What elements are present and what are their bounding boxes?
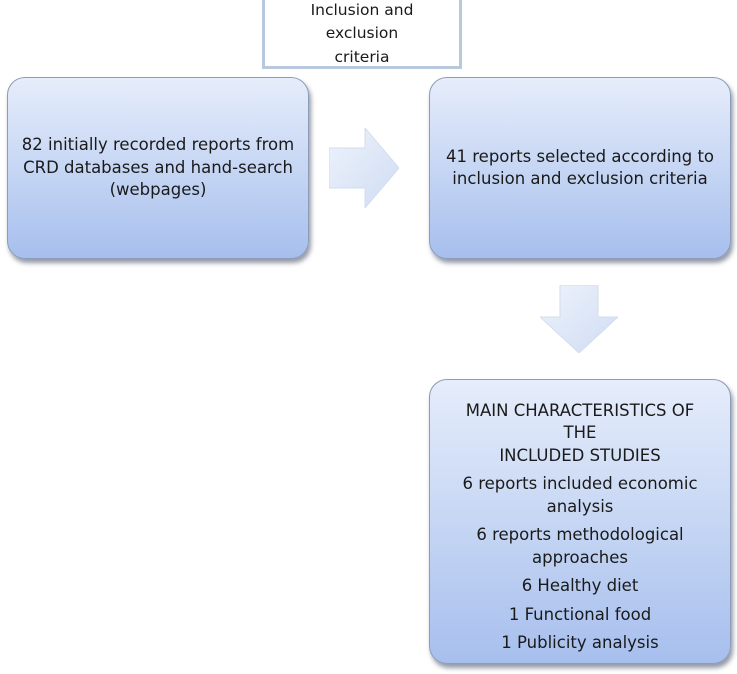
characteristic-item: 1 Functional food <box>509 604 651 626</box>
characteristic-item-line-2: approaches <box>532 547 628 567</box>
characteristic-item-line-2: analysis <box>546 496 614 516</box>
characteristic-item-line-1: 6 reports included economic <box>462 474 698 494</box>
characteristic-item: 6 reports included economic analysis <box>462 473 697 518</box>
right-arrow-icon <box>329 128 399 208</box>
characteristic-item: 6 reports methodological approaches <box>476 524 683 569</box>
selected-reports-box: 41 reports selected according to inclusi… <box>429 77 731 259</box>
characteristic-item: 1 Publicity analysis <box>501 632 658 654</box>
down-arrow-icon <box>540 285 618 353</box>
initial-reports-line-1: 82 initially recorded reports from <box>21 135 295 155</box>
characteristics-heading-line-2: INCLUDED STUDIES <box>499 445 661 465</box>
characteristic-item: 6 Healthy diet <box>522 575 639 597</box>
characteristic-item-line-1: 6 reports methodological <box>476 525 684 545</box>
initial-reports-line-2: CRD databases and hand-search <box>23 157 293 177</box>
criteria-line-2: criteria <box>334 47 390 66</box>
characteristic-item-line-1: 1 Functional food <box>508 604 652 624</box>
characteristics-box: MAIN CHARACTERISTICS OF THE INCLUDED STU… <box>429 379 731 664</box>
characteristic-item-line-1: 6 Healthy diet <box>521 576 639 596</box>
characteristics-heading-line-1: MAIN CHARACTERISTICS OF THE <box>465 401 695 443</box>
initial-reports-line-3: (webpages) <box>109 180 207 200</box>
characteristics-heading: MAIN CHARACTERISTICS OF THE INCLUDED STU… <box>448 400 712 467</box>
initial-reports-box: 82 initially recorded reports from CRD d… <box>7 77 309 259</box>
criteria-label-text: Inclusion and exclusion criteria <box>273 0 451 69</box>
criteria-line-1: Inclusion and exclusion <box>310 1 414 43</box>
selected-reports-line-2: inclusion and exclusion criteria <box>452 169 708 188</box>
characteristic-item-line-1: 1 Publicity analysis <box>501 632 659 652</box>
selected-reports-line-1: 41 reports selected according to <box>446 146 715 166</box>
criteria-label-box: Inclusion and exclusion criteria <box>262 0 462 69</box>
